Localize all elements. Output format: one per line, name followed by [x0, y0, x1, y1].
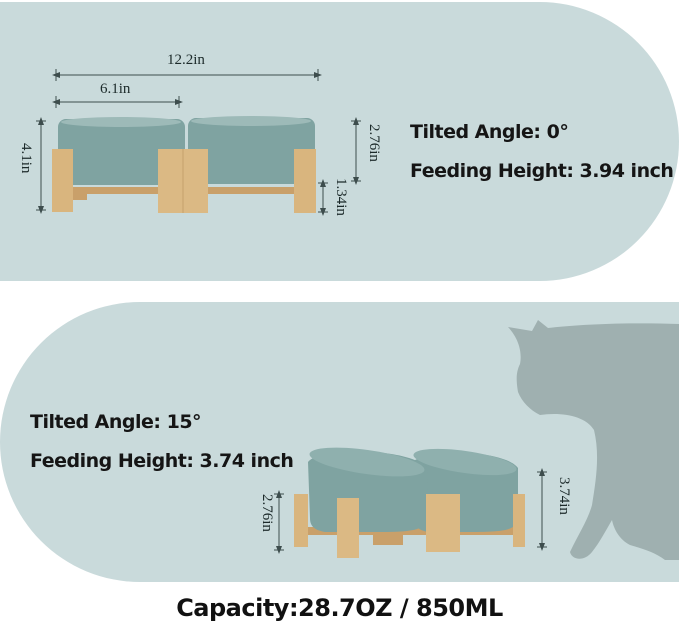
label-tilted-bowl-height: 2.76in [259, 494, 275, 532]
label-tilted-total-height: 3.74in [556, 477, 572, 515]
label-bowl-height: 2.76in [366, 124, 382, 162]
dimension-line-bowl-height [351, 117, 361, 185]
tilted-double-bowl-stand [294, 447, 525, 558]
dimension-line-total-height [36, 117, 46, 214]
label-stand-height: 1.34in [333, 178, 349, 216]
spec-tilted-angle-tilted: Tilted Angle: 15° [30, 411, 202, 433]
dimension-line-tilted-total-height [537, 468, 547, 551]
label-bowl-width: 6.1in [100, 81, 131, 97]
flat-double-bowl-stand [52, 116, 316, 213]
spec-tilted-angle-flat: Tilted Angle: 0° [410, 121, 569, 143]
spec-feeding-height-flat: Feeding Height: 3.94 inch [410, 160, 674, 182]
cat-silhouette [508, 320, 679, 560]
dimension-line-total-width [52, 69, 322, 81]
dimension-line-stand-height [318, 179, 328, 216]
capacity-caption: Capacity:28.7OZ / 850ML [176, 594, 503, 622]
label-total-width: 12.2in [167, 52, 205, 68]
label-total-height: 4.1in [18, 143, 34, 174]
dimension-line-bowl-width [52, 96, 183, 108]
dimension-line-tilted-bowl-height [274, 490, 284, 554]
spec-feeding-height-tilted: Feeding Height: 3.74 inch [30, 450, 294, 472]
